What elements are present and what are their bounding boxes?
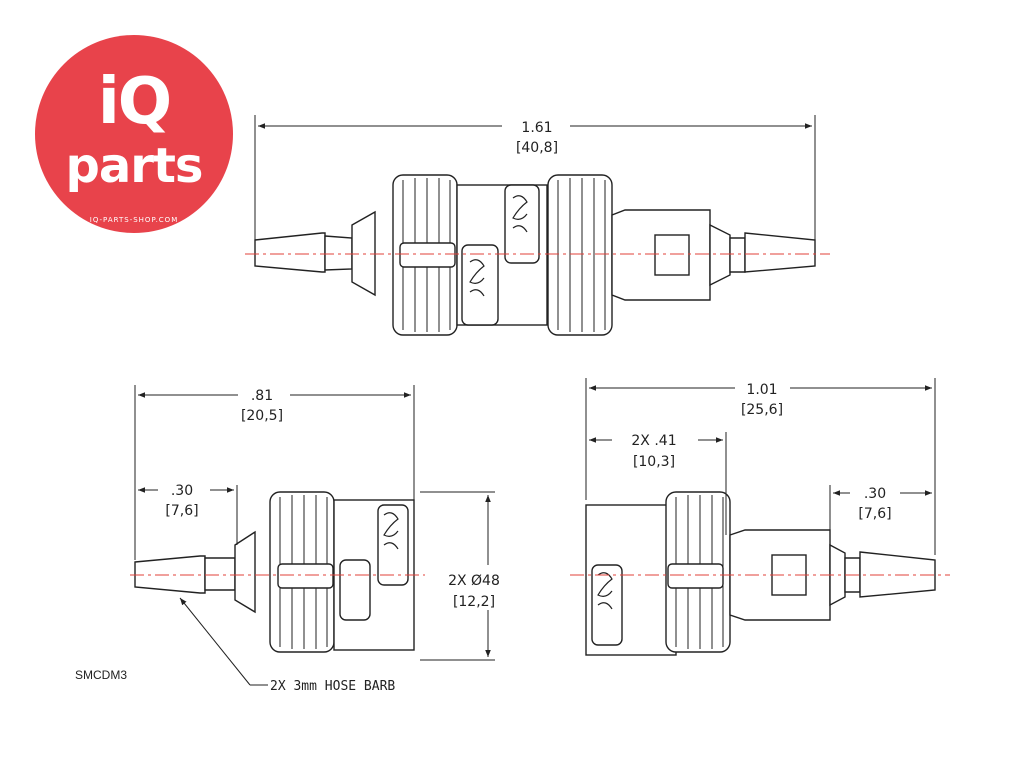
left-diameter-value: 2X Ø48 — [448, 573, 500, 589]
part-code-label: SMCDM3 — [75, 668, 128, 682]
left-overall-metric: [20,5] — [241, 408, 283, 424]
logo-iq-text: iQ — [97, 65, 172, 139]
top-view-coupling — [254, 174, 816, 336]
top-overall-value: 1.61 — [521, 120, 552, 136]
top-overall-metric: [40,8] — [516, 140, 558, 156]
logo-website-text: IQ-PARTS-SHOP.COM — [89, 216, 179, 224]
right-overall-metric: [25,6] — [741, 402, 783, 418]
right-overall-value: 1.01 — [746, 382, 777, 398]
right-dimensions — [585, 378, 936, 555]
hose-barb-note: 2X 3mm HOSE BARB — [270, 679, 395, 694]
logo-parts-text: parts — [65, 138, 204, 194]
left-barb-metric: [7,6] — [165, 503, 198, 519]
left-dimensions — [134, 385, 495, 686]
brand-logo: iQ parts IQ-PARTS-SHOP.COM — [35, 35, 233, 233]
top-overall-dimension — [254, 115, 816, 240]
left-diameter-metric: [12,2] — [453, 594, 495, 610]
left-barb-value: .30 — [171, 483, 193, 499]
right-barb-metric: [7,6] — [858, 506, 891, 522]
right-view-coupling — [585, 491, 936, 656]
right-body-metric: [10,3] — [633, 454, 675, 470]
right-barb-value: .30 — [864, 486, 886, 502]
left-overall-value: .81 — [251, 388, 273, 404]
right-body-value: 2X .41 — [631, 433, 676, 449]
